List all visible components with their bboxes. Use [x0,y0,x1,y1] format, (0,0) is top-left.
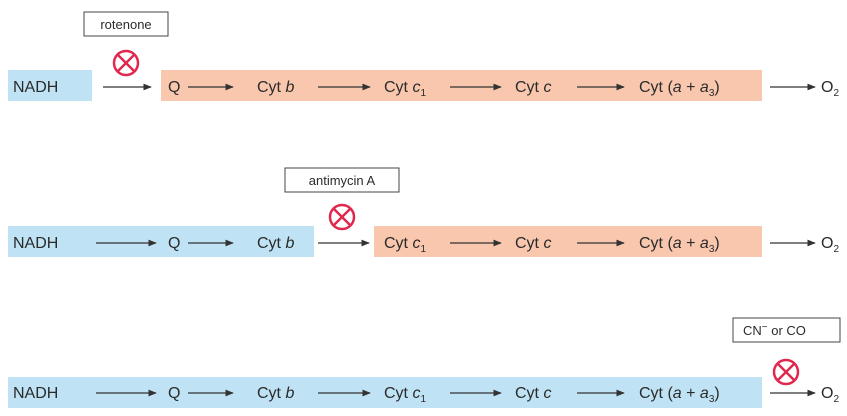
inhibitor-label-box [732,317,841,343]
carrier-cyt-c1: Cyt c1 [384,79,426,99]
carrier-cyt-c1: Cyt c1 [384,235,426,255]
carrier-nadh: NADH [13,235,58,252]
row-cyanide: CN− or CO NADH Q Cyt b Cyt c1 Cyt c Cyt … [8,317,841,408]
carrier-cyt-c1: Cyt c1 [384,385,426,405]
inhibitor-label: antimycin A [309,173,376,188]
carrier-cyt-a-a3: Cyt (a + a3) [639,235,720,255]
oxygen: O2 [821,235,839,255]
carrier-q: Q [168,79,180,96]
carrier-cyt-b: Cyt b [257,385,294,402]
carrier-cyt-a-a3: Cyt (a + a3) [639,79,720,99]
inhibitor-label-box [284,167,400,193]
carrier-cyt-c: Cyt c [515,235,551,252]
carrier-cyt-b: Cyt b [257,79,294,96]
carrier-q: Q [168,385,180,402]
blocked-circle-x-icon [112,49,140,77]
oxidized-region [374,226,762,257]
oxygen: O2 [821,79,839,99]
blocked-circle-x-icon [328,203,356,231]
carrier-cyt-a-a3: Cyt (a + a3) [639,385,720,405]
inhibitor-label-box [83,11,169,37]
inhibitor-label: CN− or CO [743,322,806,338]
carrier-cyt-c: Cyt c [515,79,551,96]
carrier-q: Q [168,235,180,252]
reduced-region [8,226,314,257]
inhibitor-label: rotenone [100,17,151,32]
oxidized-region [161,70,762,101]
carrier-nadh: NADH [13,385,58,402]
carrier-cyt-b: Cyt b [257,235,294,252]
carrier-nadh: NADH [13,79,58,96]
reduced-region [8,70,92,101]
blocked-circle-x-icon [772,358,800,386]
row-rotenone: rotenone NADH Q Cyt b Cyt c1 Cyt c Cyt (… [8,11,839,101]
carrier-cyt-c: Cyt c [515,385,551,402]
row-antimycin: antimycin A NADH Q Cyt b Cyt c1 Cyt c Cy… [8,167,839,257]
oxygen: O2 [821,385,839,405]
